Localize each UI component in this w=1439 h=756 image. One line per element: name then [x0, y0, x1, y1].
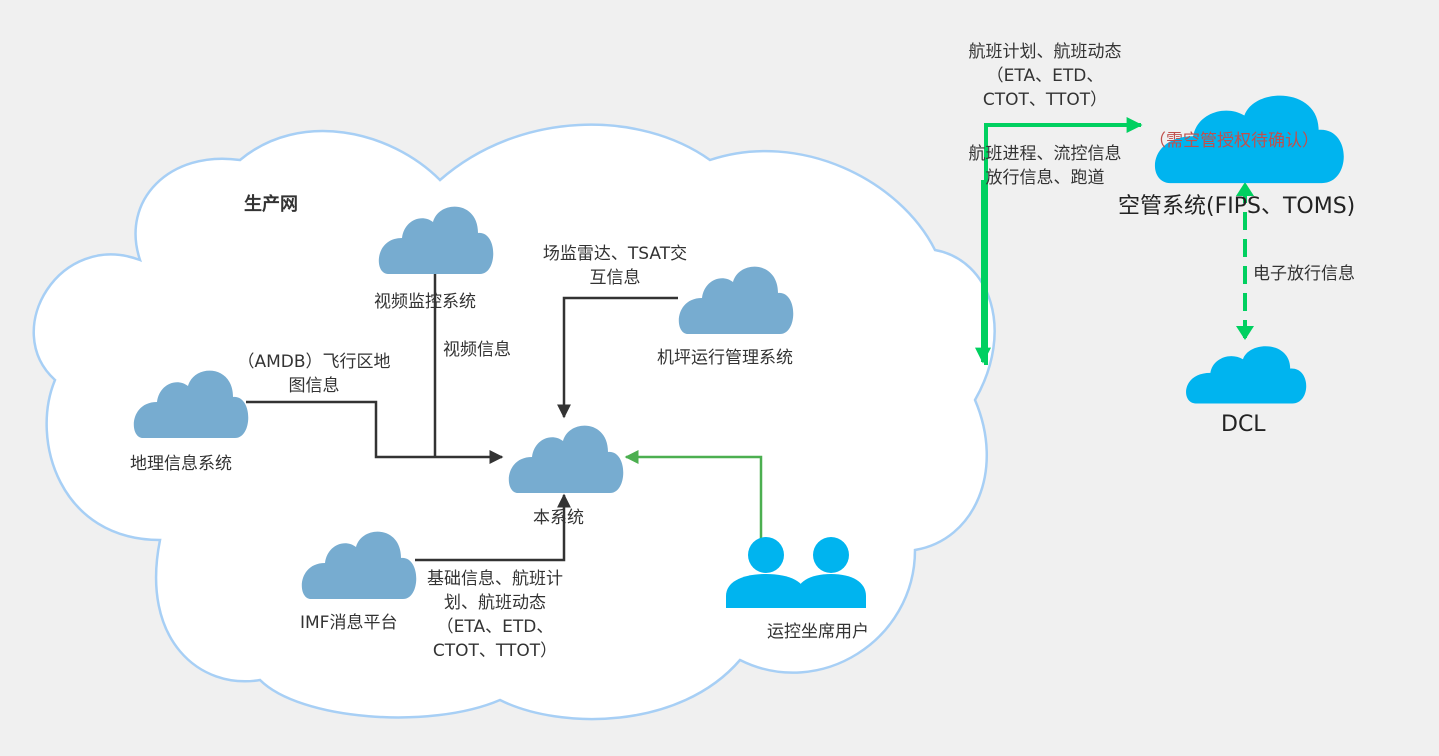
imf-info-line: CTOT、TTOT）	[432, 641, 558, 661]
video-info-label: 视频信息	[443, 340, 511, 360]
to-atc-info-line: （ETA、ETD、	[986, 66, 1104, 86]
edge-atc-dcl-arrow-down	[1236, 326, 1254, 340]
network-title: 生产网	[244, 194, 298, 215]
edge-gis-core	[246, 400, 504, 464]
edge-atc-dcl-arrow-up	[1236, 182, 1254, 196]
edge-to-atc	[984, 117, 1143, 365]
dcl-label: DCL	[1221, 412, 1266, 437]
dcl-info-label: 电子放行信息	[1253, 264, 1355, 284]
core-system-label: 本系统	[533, 508, 584, 528]
users-icon	[726, 537, 866, 608]
imf-info-line: 划、航班动态	[444, 593, 546, 613]
users-label: 运控坐席用户	[767, 622, 869, 642]
imf-platform-label: IMF消息平台	[300, 613, 398, 633]
imf-info-label: 基础信息、航班计 划、航班动态 （ETA、ETD、 CTOT、TTOT）	[414, 567, 576, 663]
to-atc-info-label: 航班计划、航班动态 （ETA、ETD、 CTOT、TTOT）	[955, 40, 1135, 112]
amdb-info-label: （AMDB）飞行区地 图信息	[226, 350, 402, 398]
edge-imf-core	[415, 493, 571, 562]
apron-system-label: 机坪运行管理系统	[657, 348, 793, 368]
from-atc-info-line: 航班进程、流控信息	[968, 144, 1122, 164]
imf-info-line: （ETA、ETD、	[436, 617, 554, 637]
to-atc-info-line: 航班计划、航班动态	[968, 42, 1122, 62]
atc-note-label: （需空管授权待确认）	[1149, 131, 1319, 151]
amdb-info-line: 图信息	[288, 376, 340, 396]
radar-info-label: 场监雷达、TSAT交 互信息	[530, 242, 700, 290]
radar-info-line: 互信息	[589, 268, 641, 288]
video-system-label: 视频监控系统	[374, 292, 476, 312]
edge-users-core	[624, 450, 763, 540]
atc-system-label: 空管系统(FIPS、TOMS)	[1118, 194, 1356, 219]
from-atc-info-line: 放行信息、跑道	[985, 168, 1105, 188]
imf-info-line: 基础信息、航班计	[427, 569, 563, 589]
amdb-info-line: （AMDB）飞行区地	[237, 352, 391, 372]
from-atc-info-label: 航班进程、流控信息 放行信息、跑道	[955, 142, 1135, 190]
edge-apron-core	[557, 296, 678, 419]
to-atc-info-line: CTOT、TTOT）	[982, 90, 1108, 110]
radar-info-line: 场监雷达、TSAT交	[542, 244, 688, 264]
gis-system-label: 地理信息系统	[130, 454, 232, 474]
dcl-cloud	[1186, 346, 1307, 404]
